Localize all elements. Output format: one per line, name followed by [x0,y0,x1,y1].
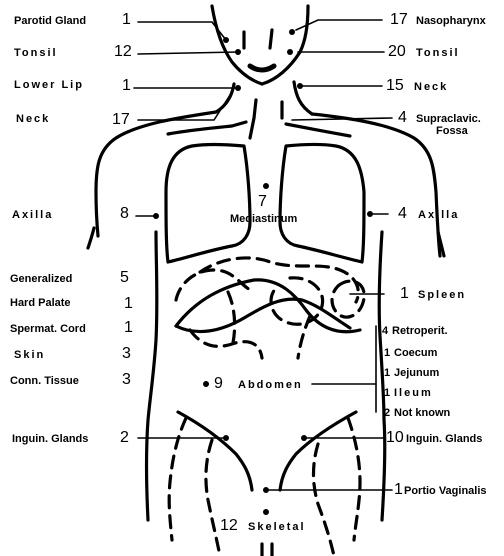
label-hard-palate: Hard Palate [10,298,71,309]
label-neck-left: Neck [16,114,50,125]
dot-tonsil-left [235,49,241,55]
count-spleen: 1 [400,286,409,302]
label-not-known: Not known [394,408,450,419]
count-jejunum: 1 [384,368,390,379]
dot-inguin-right [301,435,307,441]
count-retroperit: 4 [382,326,388,337]
sternum-left [250,100,256,138]
leg-left-dash [169,418,186,540]
label-spermat-cord: Spermat. Cord [10,324,86,335]
label-mediastinum: Mediastinum [230,214,297,225]
leg-left-dash-2 [206,440,220,556]
count-ileum: 1 [384,388,390,399]
label-parotid-gland: Parotid Gland [14,16,86,27]
label-inguin-right: Inguin. Glands [406,434,482,445]
count-not-known: 2 [384,408,390,419]
label-generalized: Generalized [10,274,72,285]
label-spleen: Spleen [418,290,466,301]
count-abdomen: 9 [214,376,223,392]
face-right-mark [270,30,272,48]
label-retroperit: Retroperit. [392,326,448,337]
label-inguin-left: Inguin. Glands [12,434,88,445]
label-axilla-right: Axilla [418,210,459,221]
dot-mediastinum [263,183,269,189]
clavicle-left [168,122,246,134]
mouth [250,66,274,70]
lung-right [280,145,364,263]
leader-parotid [138,22,226,40]
dot-abdomen [203,381,209,387]
count-mediastinum: 7 [258,194,267,210]
label-abdomen: Abdomen [238,380,303,391]
label-fossa: Fossa [436,126,468,137]
count-neck-left: 17 [112,112,130,128]
dot-inguin-left [223,435,229,441]
dot-axilla-left [153,213,159,219]
count-hard-palate: 1 [124,296,133,312]
torso-left [147,232,157,520]
dot-axilla-right [367,211,373,217]
neck-right [294,82,312,114]
count-spermat-cord: 1 [124,320,133,336]
count-skin: 3 [122,346,131,362]
intestine-lower [190,330,262,358]
jaw-left [212,6,262,84]
leader-tonsil-left [138,52,238,54]
dot-nasopharynx [289,29,295,35]
count-portio: 1 [394,482,403,498]
count-supraclavic: 4 [398,110,407,126]
label-skeletal: Skeletal [248,522,306,533]
count-inguin-right: 10 [386,430,404,446]
count-inguin-left: 2 [120,430,129,446]
dot-tonsil-right [287,49,293,55]
leg-right-dash [348,418,360,540]
leg-right-dash-2 [314,444,335,556]
label-portio: Portio Vaginalis [404,486,487,497]
clavicle-right [286,124,350,136]
count-lower-lip: 1 [122,78,131,94]
inguinal-right [280,412,356,490]
shoulder-right [312,114,440,256]
colon-right [298,316,310,358]
intestine-drop [228,292,235,348]
spleen-shape [332,281,364,317]
count-tonsil-right: 20 [388,44,406,60]
label-ileum: Ileum [394,388,433,399]
label-lower-lip: Lower Lip [14,80,84,91]
dot-parotid [223,37,229,43]
count-tonsil-left: 12 [114,44,132,60]
count-conn-tissue: 3 [122,372,131,388]
label-skin: Skin [14,350,45,361]
label-nasopharynx: Nasopharynx [416,16,486,27]
label-tonsil-right: Tonsil [416,48,460,59]
count-nasopharynx: 17 [390,12,408,28]
label-conn-tissue: Conn. Tissue [10,376,79,387]
count-neck-right: 15 [386,78,404,94]
count-coecum: 1 [384,348,390,359]
label-coecum: Coecum [394,348,437,359]
intestine-upper [200,258,358,302]
count-parotid-gland: 1 [122,12,131,28]
dot-skeletal [263,509,269,515]
dot-portio [263,487,269,493]
count-axilla-left: 8 [120,206,129,222]
label-supraclavic: Supraclavic. [416,114,481,125]
label-neck-right: Neck [414,82,448,93]
inguinal-left [178,412,252,490]
count-axilla-right: 4 [398,206,407,222]
arm-left-lower [88,228,94,248]
dot-lip [235,85,241,91]
dot-neck-right [297,83,303,89]
lung-left [166,145,250,263]
count-skeletal: 12 [220,518,238,534]
count-generalized: 5 [120,270,129,286]
label-axilla-left: Axilla [12,210,53,221]
label-tonsil-left: Tonsil [14,48,58,59]
label-jejunum: Jejunum [394,368,439,379]
leader-supraclavic [292,118,392,120]
